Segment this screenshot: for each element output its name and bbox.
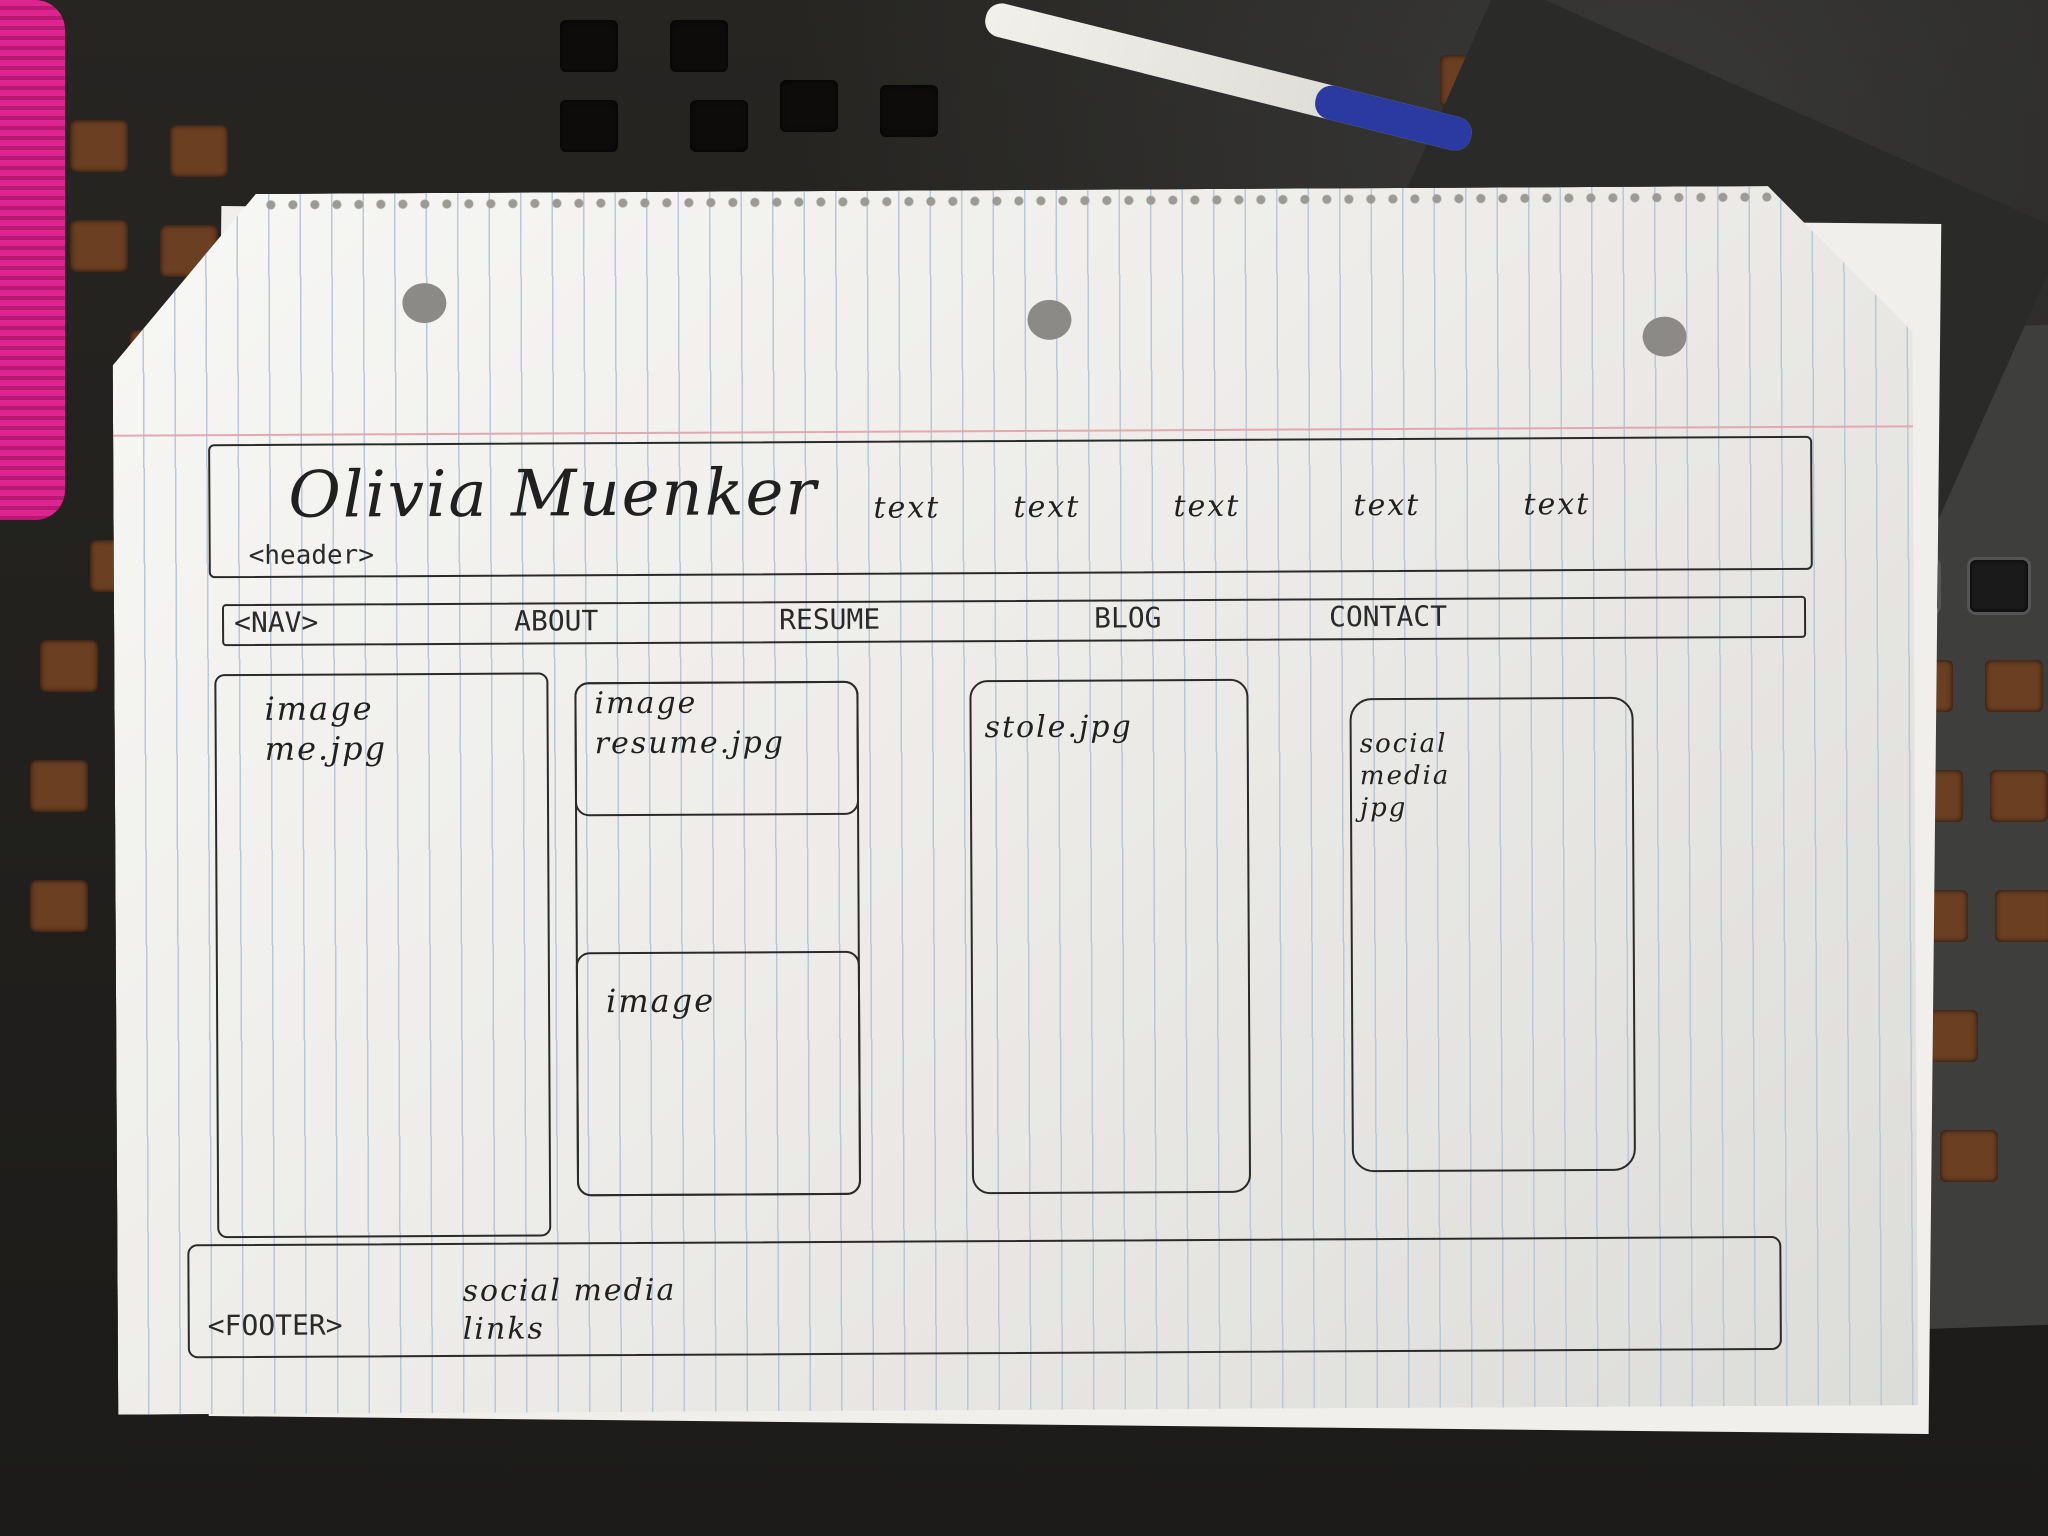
nav-bar [222, 596, 1806, 646]
image-box-me-label: image me.jpg [264, 689, 388, 768]
image-box-resume-label: image resume.jpg [594, 685, 786, 762]
header-title: Olivia Muenker [288, 456, 819, 533]
nav-item-contact: CONTACT [1328, 599, 1448, 634]
nav-item-blog: BLOG [1093, 601, 1162, 635]
punch-hole [1642, 316, 1686, 356]
footer-text: social media links [462, 1272, 677, 1347]
footer-box [187, 1236, 1782, 1358]
header-link: text [1013, 489, 1081, 526]
sketch-paper: Olivia Muenker text text text text text … [112, 185, 1918, 1414]
image-box-bottom-label: image [605, 981, 716, 1021]
pink-zipper-pouch [0, 0, 65, 520]
punch-hole [1027, 300, 1071, 340]
nav-item-resume: RESUME [778, 602, 881, 637]
header-tag: <header> [248, 540, 375, 572]
image-box-stole-label: stole.jpg [984, 709, 1133, 746]
header-link: text [873, 490, 941, 526]
header-link: text [1523, 486, 1591, 523]
footer-tag: <FOOTER> [207, 1308, 343, 1343]
header-link: text [1173, 488, 1241, 525]
header-link: text [1353, 487, 1421, 524]
image-box-stole [969, 679, 1251, 1194]
image-box-social-media-label: social media jpg [1359, 728, 1451, 824]
margin-line [113, 425, 1913, 436]
nav-item-about: ABOUT [513, 604, 599, 638]
punch-hole [402, 283, 446, 323]
nav-tag: <NAV> [233, 605, 319, 640]
